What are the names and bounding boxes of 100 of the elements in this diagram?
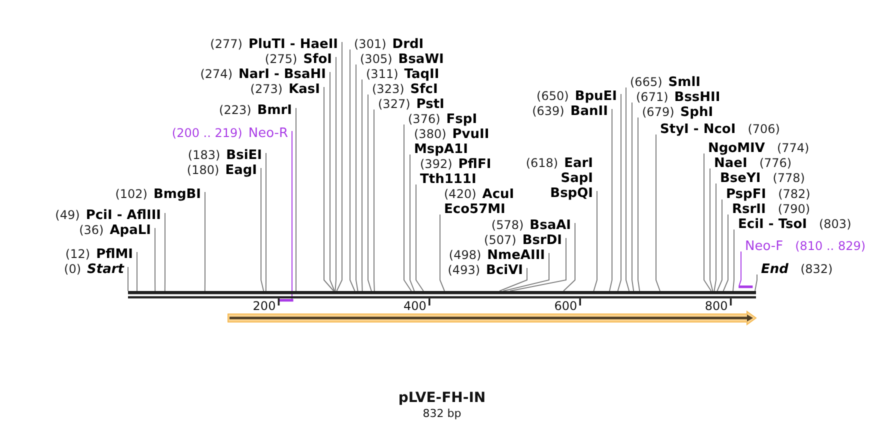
- primer-name: Neo-R: [248, 126, 288, 140]
- site-position: (180): [186, 162, 220, 176]
- site-position: (782): [778, 186, 810, 200]
- enzyme-name: ApaLI: [110, 222, 151, 238]
- leader-line: [440, 214, 445, 292]
- site-position: (671): [636, 90, 668, 104]
- leader-line: [754, 274, 758, 292]
- site-position: (774): [776, 140, 810, 154]
- enzyme-name: BssHII: [674, 90, 720, 104]
- leader-line: [336, 42, 342, 292]
- leader-line: [722, 214, 728, 292]
- enzyme-name: BmgBI: [153, 186, 201, 202]
- site-position: (392): [420, 156, 452, 170]
- site-position: (12): [65, 246, 90, 260]
- enzyme-name: PflMI: [96, 246, 133, 262]
- map-title: pLVE-FH-IN: [398, 390, 486, 407]
- enzyme-name: PvuII: [452, 126, 490, 142]
- site-position: (639): [532, 104, 564, 118]
- site-position: (273): [250, 82, 283, 96]
- ruler-label: 600: [554, 299, 578, 313]
- leader-line: [716, 199, 722, 292]
- enzyme-name: SapI: [560, 170, 593, 186]
- site-position: (277): [210, 36, 242, 50]
- ruler-label: 200: [252, 299, 276, 313]
- site-position: (311): [366, 66, 398, 80]
- leader-line: [404, 124, 412, 292]
- sequence-length: 832 bp: [422, 407, 462, 421]
- sequence-feature: [228, 310, 757, 326]
- site-position: (420): [444, 186, 476, 200]
- site-position: (650): [536, 88, 569, 102]
- site-position: (183): [188, 148, 220, 162]
- enzyme-name: StyI - NcoI: [660, 122, 736, 136]
- enzyme-name: SfoI: [303, 52, 332, 66]
- site-position: (790): [778, 202, 810, 216]
- leader-line: [204, 192, 206, 292]
- sequence-end-label: End: [761, 262, 788, 276]
- leader-line: [154, 228, 156, 292]
- ruler-label: 800: [704, 299, 728, 313]
- enzyme-name: FspI: [446, 112, 478, 126]
- enzyme-name: BspQI: [550, 186, 593, 200]
- enzyme-name: NaeI: [714, 156, 748, 170]
- enzyme-name: EciI - TsoI: [738, 216, 807, 232]
- site-position: (665): [630, 74, 662, 88]
- leader-line: [368, 94, 372, 292]
- enzyme-name: BpuEI: [574, 88, 617, 104]
- enzyme-name: PluTI - HaeII: [248, 36, 338, 52]
- leader-line: [563, 222, 576, 292]
- enzyme-name: DrdI: [392, 36, 424, 52]
- leader-line: [324, 86, 334, 292]
- enzyme-name: BseYI: [720, 170, 761, 186]
- site-position: (0): [64, 262, 82, 276]
- enzyme-name: BanII: [570, 104, 608, 118]
- enzyme-name: SmlI: [668, 74, 700, 90]
- site-position: (327): [378, 96, 410, 110]
- leader-line: [374, 109, 375, 292]
- enzyme-name: NmeAIII: [487, 248, 545, 262]
- primer-range: (810 .. 829): [795, 238, 866, 252]
- enzyme-name: SphI: [680, 104, 714, 120]
- enzyme-name: EarI: [564, 156, 593, 170]
- site-position: (679): [642, 104, 674, 118]
- leader-line: [416, 184, 424, 292]
- leader-line: [656, 134, 660, 292]
- leader-line: [638, 117, 640, 292]
- sequence-start-label: Start: [87, 262, 124, 276]
- site-position: (618): [526, 156, 558, 170]
- site-position: (803): [818, 216, 852, 230]
- site-position: (578): [491, 218, 524, 232]
- enzyme-name: Tth111I: [420, 172, 476, 186]
- site-position: (305): [360, 52, 392, 66]
- leader-line: [499, 268, 528, 292]
- site-position: (776): [759, 156, 792, 170]
- enzyme-name: AcuI: [482, 186, 514, 202]
- enzyme-name: BsiEI: [226, 148, 262, 162]
- enzyme-name: BciVI: [486, 262, 523, 278]
- leader-line: [502, 252, 550, 292]
- site-position: (376): [408, 112, 440, 126]
- enzyme-name: MspA1I: [414, 142, 468, 156]
- leader-line: [617, 94, 622, 292]
- site-position: (832): [800, 262, 833, 276]
- enzyme-name: EagI: [225, 162, 257, 178]
- leader-line: [704, 153, 712, 292]
- enzyme-name: BsrDI: [522, 232, 562, 248]
- primer-bar: [279, 299, 294, 302]
- site-position: (507): [484, 232, 516, 246]
- leader-line: [626, 87, 630, 292]
- site-position: (380): [414, 126, 446, 140]
- site-position: (301): [354, 36, 386, 50]
- site-position: (493): [448, 262, 480, 276]
- leader-line: [632, 102, 634, 292]
- leader-line: [510, 238, 566, 292]
- enzyme-name: PciI - AflIII: [86, 208, 161, 222]
- enzyme-name: BmrI: [257, 102, 292, 118]
- enzyme-name: NarI - BsaHI: [238, 66, 326, 82]
- enzyme-name: NgoMIV: [708, 140, 765, 156]
- leader-line: [714, 183, 716, 292]
- enzyme-name: BsaWI: [398, 52, 444, 66]
- ruler-label: 400: [404, 299, 426, 313]
- enzyme-name: SfcI: [410, 82, 438, 96]
- site-position: (223): [219, 102, 252, 116]
- enzyme-name: PspFI: [726, 186, 766, 202]
